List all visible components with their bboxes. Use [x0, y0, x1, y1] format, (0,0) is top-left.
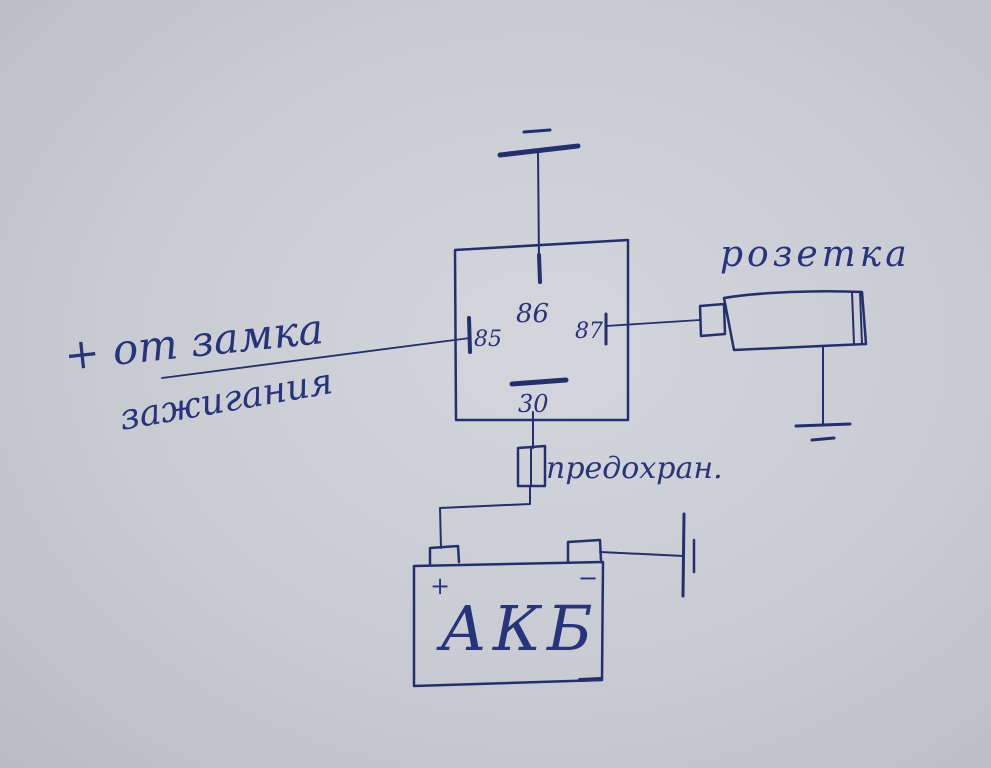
pin-85-contact: [467, 316, 472, 354]
socket-symbol: [698, 290, 868, 352]
wire-battery-ground: [599, 551, 685, 557]
pin-86-contact: [537, 253, 542, 284]
label-pin-86: 86: [516, 299, 549, 329]
wire-86-ground: [537, 149, 540, 263]
label-battery-minus: −: [578, 564, 598, 592]
label-fuse: предохран.: [546, 451, 723, 486]
wire-ignition: [161, 337, 471, 379]
ground-symbol-battery: [681, 512, 696, 598]
wire-87-socket: [605, 319, 701, 327]
wire-fuse-battery: [439, 485, 531, 549]
battery-symbol: [412, 538, 605, 688]
label-pin-87: 87: [575, 319, 603, 344]
label-pin-85: 85: [474, 327, 502, 352]
label-socket: розетка: [720, 234, 911, 275]
ground-symbol-socket: [794, 422, 852, 442]
label-battery-plus: +: [430, 572, 450, 600]
label-battery: АКБ: [436, 592, 599, 665]
pin-30-contact: [509, 377, 569, 387]
label-pin-30: 30: [518, 390, 549, 418]
relay-box: [453, 238, 630, 422]
fuse-symbol: [516, 444, 547, 488]
label-ignition-line2: зажигания: [116, 361, 335, 439]
